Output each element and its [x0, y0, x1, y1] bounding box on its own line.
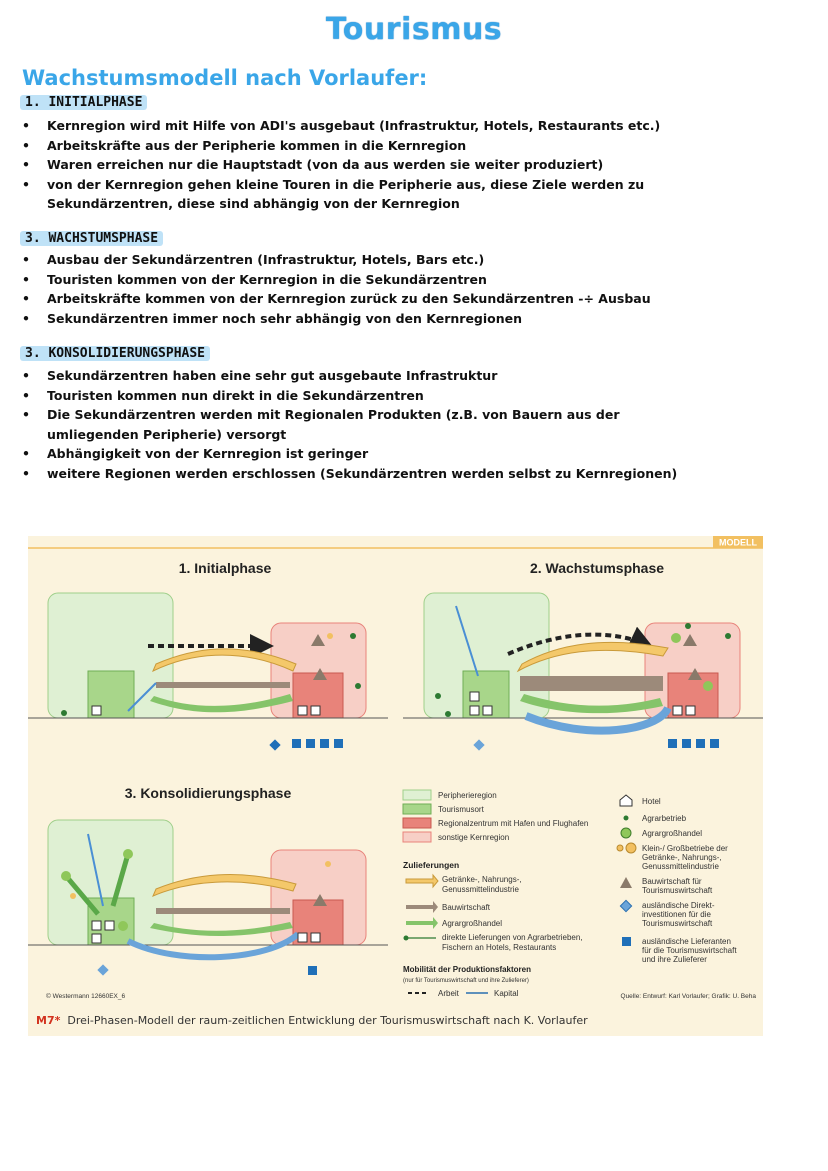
phase-heading-growth: 3. WACHSTUMSPHASE: [20, 231, 164, 246]
panel3-title: 3. Konsolidierungsphase: [125, 785, 292, 801]
legend-mobility: Mobilität der Produktionsfaktoren (nur f…: [403, 965, 531, 998]
panel3-diagram: [28, 819, 388, 976]
page-title: Tourismus: [325, 12, 503, 47]
legend-supply-label: Genussmittelindustrie: [442, 885, 519, 894]
figure-source: Quelle: Entwurf: Karl Vorlaufer; Grafik:…: [621, 993, 757, 1000]
legend-symbol-label: Agrargroßhandel: [642, 829, 702, 838]
list-item: Abhängigkeit von der Kernregion ist geri…: [20, 444, 780, 464]
legend-symbol-label: Getränke-, Nahrungs-,: [642, 853, 722, 862]
legend-symbol-label: Tourismuswirtschaft: [642, 919, 713, 928]
list-item: Touristen kommen von der Kernregion in d…: [20, 270, 780, 290]
legend-symbol-label: investitionen für die: [642, 910, 711, 919]
legend-symbol-label: Klein-/ Großbetriebe der: [642, 844, 728, 853]
bullet-list-growth: Ausbau der Sekundärzentren (Infrastruktu…: [20, 250, 780, 328]
model-figure: MODELL 1. Initialphase 2. Wachstumsphase…: [28, 536, 763, 1036]
legend-symbol-label: und ihre Zulieferer: [642, 955, 707, 964]
legend-symbol-label: für die Tourismuswirtschaft: [642, 946, 737, 955]
list-item: Arbeitskräfte aus der Peripherie kommen …: [20, 136, 780, 156]
legend-supply-label: Agrargroßhandel: [442, 919, 502, 928]
figure-caption-number: M7*: [36, 1014, 61, 1027]
legend-supply-label: Fischern an Hotels, Restaurants: [442, 943, 556, 952]
legend-symbol-label: ausländische Direkt-: [642, 901, 715, 910]
list-item: Ausbau der Sekundärzentren (Infrastruktu…: [20, 250, 780, 270]
list-item: Kernregion wird mit Hilfe von ADI's ausg…: [20, 116, 780, 136]
model-diagram: MODELL 1. Initialphase 2. Wachstumsphase…: [28, 536, 763, 1000]
legend-region-label: Peripherieregion: [438, 791, 497, 800]
list-item: Waren erreichen nur die Hauptstadt (von …: [20, 155, 780, 175]
list-item: Arbeitskräfte kommen von der Kernregion …: [20, 289, 780, 309]
list-item: Die Sekundärzentren werden mit Regionale…: [20, 405, 647, 444]
bullet-list-consolidation: Sekundärzentren haben eine sehr gut ausg…: [20, 366, 780, 483]
phase-heading-consolidation: 3. KONSOLIDIERUNGSPHASE: [20, 346, 211, 361]
legend-region-label: Regionalzentrum mit Hafen und Flughafen: [438, 819, 588, 828]
panel2-title: 2. Wachstumsphase: [530, 560, 664, 576]
figure-caption-text: Drei-Phasen-Modell der raum-zeitlichen E…: [67, 1014, 588, 1027]
model-badge-bg: [713, 536, 763, 548]
figure-caption: M7* Drei-Phasen-Modell der raum-zeitlich…: [36, 1014, 588, 1027]
legend-regions: Peripherieregion Tourismusort Regionalze…: [402, 789, 588, 843]
legend-supply-label: Getränke-, Nahrungs-,: [442, 875, 522, 884]
legend-region-label: Tourismusort: [438, 805, 485, 814]
legend-symbol-label: Bauwirtschaft für: [642, 877, 702, 886]
list-item: von der Kernregion gehen kleine Touren i…: [20, 175, 687, 214]
legend-symbol-label: ausländische Lieferanten: [642, 937, 731, 946]
legend-supply-label: direkte Lieferungen von Agrarbetrieben,: [442, 933, 583, 942]
panel2-diagram: [403, 592, 763, 751]
page-subtitle: Wachstumsmodell nach Vorlaufer:: [22, 66, 428, 90]
phase-heading-initial: 1. INITIALPHASE: [20, 95, 148, 110]
panel1-diagram: [28, 592, 388, 751]
legend-symbol-label: Genussmittelindustrie: [642, 862, 719, 871]
list-item: Sekundärzentren haben eine sehr gut ausg…: [20, 366, 780, 386]
list-item: Touristen kommen nun direkt in die Sekun…: [20, 386, 780, 406]
legend-kapital: Kapital: [494, 989, 519, 998]
legend-supply-title: Zulieferungen: [403, 860, 459, 870]
legend-symbol-label: Tourismuswirtschaft: [642, 886, 713, 895]
panel1-title: 1. Initialphase: [179, 560, 272, 576]
list-item: Sekundärzentren immer noch sehr abhängig…: [20, 309, 780, 329]
model-badge: MODELL: [719, 538, 757, 548]
list-item: weitere Regionen werden erschlossen (Sek…: [20, 464, 780, 484]
legend-supply-label: Bauwirtschaft: [442, 903, 491, 912]
legend-arbeit: Arbeit: [438, 989, 460, 998]
figure-copyright: © Westermann 12660EX_6: [46, 992, 125, 1000]
legend-region-label: sonstige Kernregion: [438, 833, 509, 842]
legend-supply: Zulieferungen Getränke-, Nahrungs-, Genu…: [403, 860, 583, 952]
legend-symbol-label: Agrarbetrieb: [642, 814, 687, 823]
legend-mobility-note: (nur für Tourismuswirtschaft und ihre Zu…: [403, 978, 529, 984]
legend-mobility-title: Mobilität der Produktionsfaktoren: [403, 965, 531, 974]
legend-symbol-label: Hotel: [642, 797, 661, 806]
legend-symbols: Hotel Agrarbetrieb Agrargroßhandel Klein…: [616, 794, 737, 964]
bullet-list-initial: Kernregion wird mit Hilfe von ADI's ausg…: [20, 116, 780, 214]
